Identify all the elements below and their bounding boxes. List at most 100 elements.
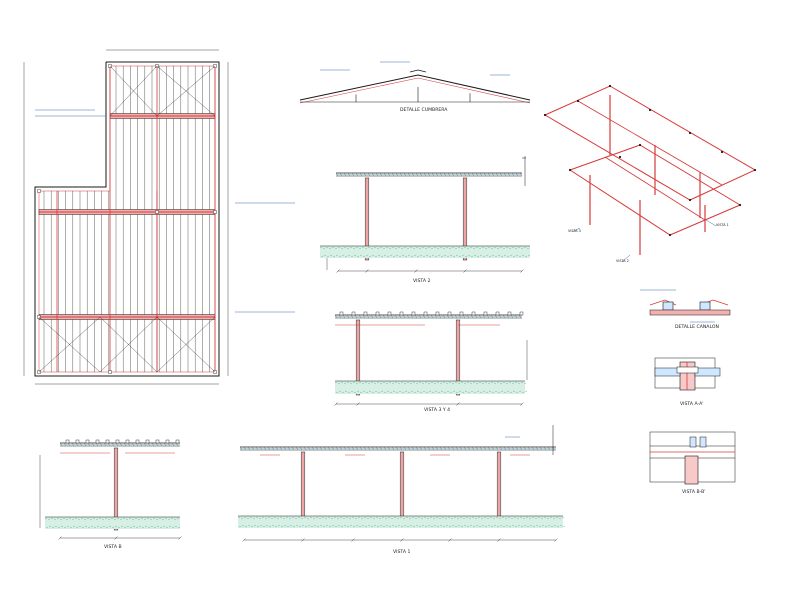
ground-dot xyxy=(368,382,370,385)
ground-dot xyxy=(398,246,400,249)
ground-dot xyxy=(355,517,357,520)
truss-web xyxy=(327,446,331,451)
elevation-vista-b xyxy=(39,439,182,540)
ground-dot xyxy=(381,255,383,258)
ground-dot xyxy=(395,525,397,528)
ground-dot xyxy=(425,247,427,250)
dimension-tick xyxy=(336,269,340,273)
ground-dot xyxy=(497,381,499,384)
ground-dot xyxy=(253,517,255,520)
truss-web xyxy=(427,172,431,177)
ground-dot xyxy=(502,516,504,519)
ground-dot xyxy=(338,246,340,249)
ground-dot xyxy=(416,246,418,249)
ground-dot xyxy=(482,524,484,527)
truss-web xyxy=(503,172,507,177)
ground-dot xyxy=(109,525,111,528)
ground-dot xyxy=(525,255,527,258)
ground-dot xyxy=(480,391,482,394)
ground-dot xyxy=(495,390,497,393)
truss-web xyxy=(531,446,535,451)
ground-dot xyxy=(317,525,319,528)
ground-dot xyxy=(154,526,156,529)
ground-dot xyxy=(352,516,354,519)
truss-web xyxy=(451,446,455,451)
ground-dot xyxy=(407,381,409,384)
truss-web xyxy=(415,172,419,177)
truss-web xyxy=(79,442,83,447)
ground-dot xyxy=(320,524,322,527)
ground-dot xyxy=(94,526,96,529)
ground-dot xyxy=(319,517,321,520)
ground-dot xyxy=(378,254,380,257)
ground-dot xyxy=(336,391,338,394)
ground-dot xyxy=(139,525,141,528)
ground-dot xyxy=(305,525,307,528)
ground-dot xyxy=(444,391,446,394)
ground-dot xyxy=(515,381,517,384)
ground-dot xyxy=(405,390,407,393)
dimension-tick xyxy=(463,269,467,273)
ground-dot xyxy=(271,517,273,520)
purlin-section xyxy=(375,311,380,316)
truss-web xyxy=(354,314,358,319)
ground-fill xyxy=(335,381,525,394)
truss-web xyxy=(403,446,407,451)
truss-web xyxy=(399,446,403,451)
ground-dot xyxy=(153,517,155,520)
ground-dot xyxy=(431,525,433,528)
ground-dot xyxy=(482,246,484,249)
truss-web xyxy=(535,446,539,451)
ground-dot xyxy=(97,525,99,528)
ground-dot xyxy=(380,524,382,527)
ground-dot xyxy=(501,255,503,258)
ground-dot xyxy=(551,525,553,528)
dimension-tick xyxy=(554,538,558,542)
truss-web xyxy=(470,314,474,319)
truss-web xyxy=(490,314,494,319)
ground-dot xyxy=(501,390,503,393)
ground-dot xyxy=(458,524,460,527)
truss-web xyxy=(143,442,147,447)
ground-dot xyxy=(250,516,252,519)
ground-dot xyxy=(519,255,521,258)
truss-web xyxy=(547,446,551,451)
ground-dot xyxy=(398,382,400,385)
ground-dot xyxy=(520,516,522,519)
ground-dot xyxy=(117,517,119,520)
truss-web xyxy=(259,446,263,451)
truss-web xyxy=(355,446,359,451)
vista-2-title: VISTA 2 xyxy=(413,278,430,284)
ground-dot xyxy=(440,382,442,385)
ground-dot xyxy=(348,391,350,394)
ground-dot xyxy=(405,255,407,258)
ground-dot xyxy=(458,246,460,249)
iso-ridge-beam xyxy=(577,100,723,186)
truss-web xyxy=(507,446,511,451)
truss-web xyxy=(123,442,127,447)
ground-dot xyxy=(54,518,56,521)
ground-dot xyxy=(304,516,306,519)
ground-dot xyxy=(430,516,432,519)
ground-dot xyxy=(78,518,80,521)
truss-web xyxy=(510,314,514,319)
truss-web xyxy=(539,446,543,451)
ground-dot xyxy=(325,517,327,520)
ground-dot xyxy=(530,524,532,527)
truss-web xyxy=(479,446,483,451)
ground-dot xyxy=(404,382,406,385)
truss-web xyxy=(370,314,374,319)
ground-dot xyxy=(290,524,292,527)
ground-dot xyxy=(357,390,359,393)
ground-dot xyxy=(470,382,472,385)
ground-dot xyxy=(354,391,356,394)
truss-web xyxy=(319,446,323,451)
dimension-tick xyxy=(334,402,338,406)
truss-web xyxy=(439,446,443,451)
truss-web xyxy=(343,172,347,177)
iso-joint xyxy=(543,113,547,117)
ground-dot xyxy=(380,246,382,249)
ground-dot xyxy=(428,246,430,249)
ground-dot xyxy=(257,525,259,528)
truss-web xyxy=(431,446,435,451)
